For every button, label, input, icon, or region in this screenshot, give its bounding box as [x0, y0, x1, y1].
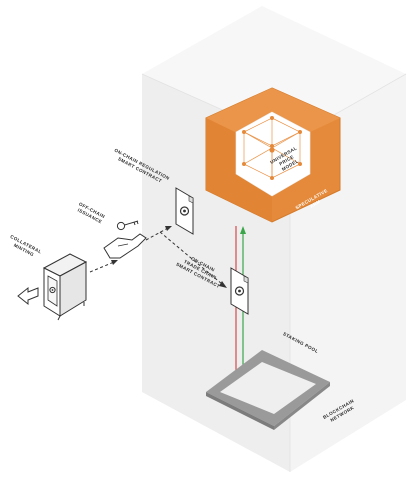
- cube-top-face: [142, 6, 406, 140]
- regulation-to-trade-arrow: [159, 231, 223, 285]
- staking-pool: STAKING POOL: [206, 331, 330, 430]
- svg-text:COLLATERAL MINTING: COLLATERAL MINTING: [7, 234, 44, 261]
- spec-arm-label-2: ARM: [309, 199, 322, 209]
- mint-to-issue-arrow: [89, 261, 115, 273]
- collateral-minting: COLLATERAL MINTING: [7, 234, 88, 321]
- speculative-arm-module: UNIVERSAL PRICE MODEL SPECULATIVE ARM: [205, 87, 341, 223]
- hand-icon: [103, 233, 147, 259]
- safe-icon: [42, 253, 88, 321]
- issue-to-regulation-arrow: [145, 227, 169, 241]
- key-icon: [116, 220, 139, 231]
- flow-arrows: [89, 227, 223, 285]
- off-chain-issuance: OFF-CHAIN ISSUANCE: [75, 201, 147, 259]
- universal-price-model-box: [235, 111, 311, 197]
- svg-text:OFF-CHAIN ISSUANCE: OFF-CHAIN ISSUANCE: [75, 201, 107, 225]
- arrow-icon: [17, 286, 39, 306]
